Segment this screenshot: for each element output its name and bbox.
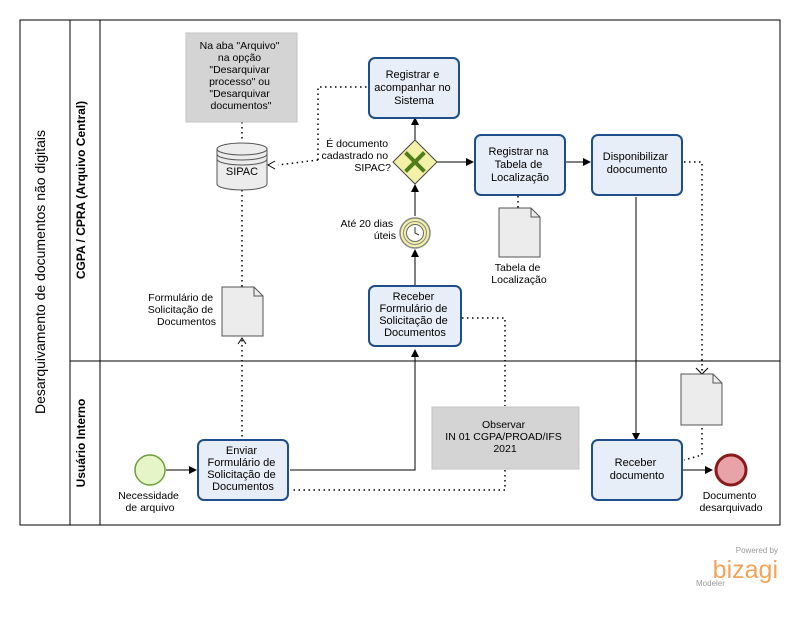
- lane-label-usuario: Usuário Interno: [74, 399, 88, 488]
- gateway-label: É documento cadastrado no SIPAC?: [322, 137, 392, 174]
- annotation-observar: Observar IN 01 CGPA/PROAD/IFS 2021: [431, 406, 580, 470]
- document-formulario-label: Formulário de Solicitação de Documentos: [148, 292, 216, 328]
- branding-powered: Powered by: [736, 546, 778, 555]
- task-enviar-formulario[interactable]: Enviar Formulário de Solicitação de Docu…: [197, 439, 289, 501]
- svg-text:Disponibilizar doocument: Disponibilizar doocumento: [603, 151, 671, 176]
- end-event[interactable]: [714, 453, 748, 487]
- svg-text:Observar IN 01 CGPA/PROA: Observar IN 01 CGPA/PROAD/IFS 2021: [445, 419, 564, 455]
- task-registrar-acompanhar[interactable]: Registrar e acompanhar no Sistema: [368, 57, 460, 119]
- lane-label-arquivo: CGPA / CPRA (Arquivo Central): [74, 101, 88, 279]
- timer-event[interactable]: [399, 217, 431, 249]
- document-formulario[interactable]: [221, 286, 264, 337]
- sequence-flows: [166, 117, 713, 474]
- task-disponibilizar[interactable]: Disponibilizar doocumento: [591, 134, 683, 196]
- pool-title: Desarquivamento de documentos não digita…: [32, 130, 48, 414]
- document-disponibilizado[interactable]: [680, 373, 723, 426]
- end-event-label: Documento desarquivado: [699, 490, 762, 514]
- bizagi-branding: Powered by bizagi Modeler: [696, 546, 778, 588]
- task-receber-formulario[interactable]: Receber Formulário de Solicitação de Doc…: [368, 285, 462, 347]
- associations: [241, 86, 703, 491]
- svg-text:Receber Formulário de: Receber Formulário de Solicitação de Doc…: [379, 291, 451, 339]
- document-tabela-label: Tabela de Localização: [491, 262, 547, 286]
- document-tabela[interactable]: [498, 207, 541, 258]
- svg-text:Registrar na Tabela de: Registrar na Tabela de Localização: [489, 146, 552, 184]
- svg-text:Registrar e acompanhar n: Registrar e acompanhar no Sistema: [374, 69, 454, 107]
- start-event[interactable]: [134, 454, 166, 486]
- branding-product: Modeler: [696, 579, 725, 588]
- task-registrar-tabela[interactable]: Registrar na Tabela de Localização: [474, 134, 566, 196]
- bizagi-logo: bizagi: [713, 556, 778, 584]
- task-receber-documento[interactable]: Receber documento: [591, 439, 683, 501]
- svg-text:Na aba "Arquivo" na opçã: Na aba "Arquivo" na opção "Desarquivar p…: [200, 40, 283, 112]
- datastore-sipac[interactable]: SIPAC: [216, 142, 268, 191]
- gateway-exclusive[interactable]: [392, 139, 438, 185]
- annotation-arquivo: Na aba "Arquivo" na opção "Desarquivar p…: [185, 32, 298, 123]
- datastore-label: SIPAC: [226, 166, 258, 178]
- start-event-label: Necessidade de arquivo: [118, 490, 182, 514]
- timer-label: Até 20 dias úteis: [341, 218, 396, 242]
- svg-text:Enviar Formulário de: Enviar Formulário de Solicitação de Docu…: [207, 445, 279, 493]
- svg-text:Receber documento: Receber documento: [610, 457, 664, 482]
